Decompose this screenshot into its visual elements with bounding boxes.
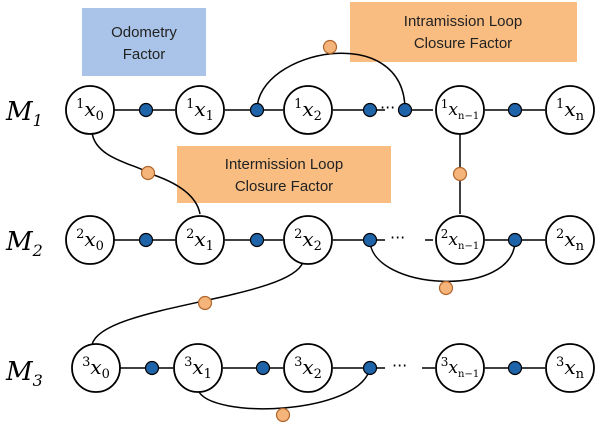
pose-node: 3xn [545,343,595,393]
odometry-factor-dot [144,360,160,376]
svg-text:2xn−1: 2xn−1 [441,227,479,252]
pose-node: 1x0 [65,85,115,135]
svg-text:3x0: 3x0 [82,355,110,382]
odometry-factor-dot [507,102,523,118]
odometry-factor-dot [249,232,265,248]
intramission-loop-label-2: Closure Factor [414,35,512,52]
odometry-factor-dot [362,232,378,248]
odometry-factor-dot [255,360,271,376]
svg-text:1x1: 1x1 [186,97,214,124]
loop-closure-factor-dot [197,295,213,311]
pose-node: 2x2 [283,215,333,265]
pose-node: 1x1 [175,85,225,135]
svg-text:M2: M2 [5,227,43,260]
svg-text:3xn−1: 3xn−1 [441,355,479,380]
robot-label-m2: M2 [5,227,43,260]
odometry-factor-dot [362,102,378,118]
loop-closure-factor-dot [140,165,156,181]
loop-closure-factor-dot [275,407,291,423]
robot-label-m1: M1 [5,97,43,130]
ellipsis-row-2: ··· [390,228,405,247]
pose-node: 1xn [545,85,595,135]
odometry-factor-dot [138,102,154,118]
loop-closure-factor-dot [452,166,468,182]
loop-closure-factor-dot [438,280,454,296]
svg-text:2x0: 2x0 [76,227,104,254]
pose-node: 2xn [545,215,595,265]
odometry-factor-box [82,8,206,76]
svg-text:2x1: 2x1 [186,227,214,254]
intramission-loop-edge [197,367,371,410]
pose-node: 3x2 [283,343,333,393]
odometry-factor-dot [249,102,265,118]
pose-node: 1x2 [283,85,333,135]
odometry-factor-dot [507,360,523,376]
intermission-loop-label-1: Intermission Loop [225,156,343,173]
svg-text:3xn: 3xn [556,355,585,382]
loop-closure-factor-dot [322,39,338,55]
intermission-loop-label-2: Closure Factor [235,178,333,195]
pose-node: 3xn−1 [435,343,485,393]
odometry-factor-dot [362,360,378,376]
intramission-loop-edge [369,239,516,282]
svg-text:1xn: 1xn [556,97,585,124]
ellipsis-row-3: ··· [392,356,407,375]
pose-node: 3x1 [173,343,223,393]
svg-text:1x0: 1x0 [76,97,104,124]
svg-text:M3: M3 [5,357,43,390]
svg-text:2x2: 2x2 [294,227,322,254]
intermission-loop-edge [91,261,304,346]
intramission-loop-label-1: Intramission Loop [404,13,522,30]
svg-text:3x1: 3x1 [184,355,212,382]
pose-node: 2xn−1 [435,215,485,265]
pose-node: 2x1 [175,215,225,265]
ellipsis-row-1: ··· [380,98,395,117]
pose-node: 1xn−1 [435,85,485,135]
svg-text:2xn: 2xn [556,227,585,254]
pose-node: 2x0 [65,215,115,265]
intermission-loop-box [177,146,391,203]
svg-text:3x2: 3x2 [294,355,322,382]
odometry-factor-dot [397,102,413,118]
pose-node: 3x0 [71,343,121,393]
intramission-loop-box [350,2,577,62]
odometry-factor-label-1: Odometry [111,24,177,41]
svg-text:1xn−1: 1xn−1 [441,97,479,122]
odometry-factor-label-2: Factor [123,46,166,63]
svg-text:1x2: 1x2 [294,97,322,124]
svg-text:M1: M1 [5,97,43,130]
odometry-factor-dot [138,232,154,248]
robot-label-m3: M3 [5,357,43,390]
odometry-factor-dot [507,232,523,248]
